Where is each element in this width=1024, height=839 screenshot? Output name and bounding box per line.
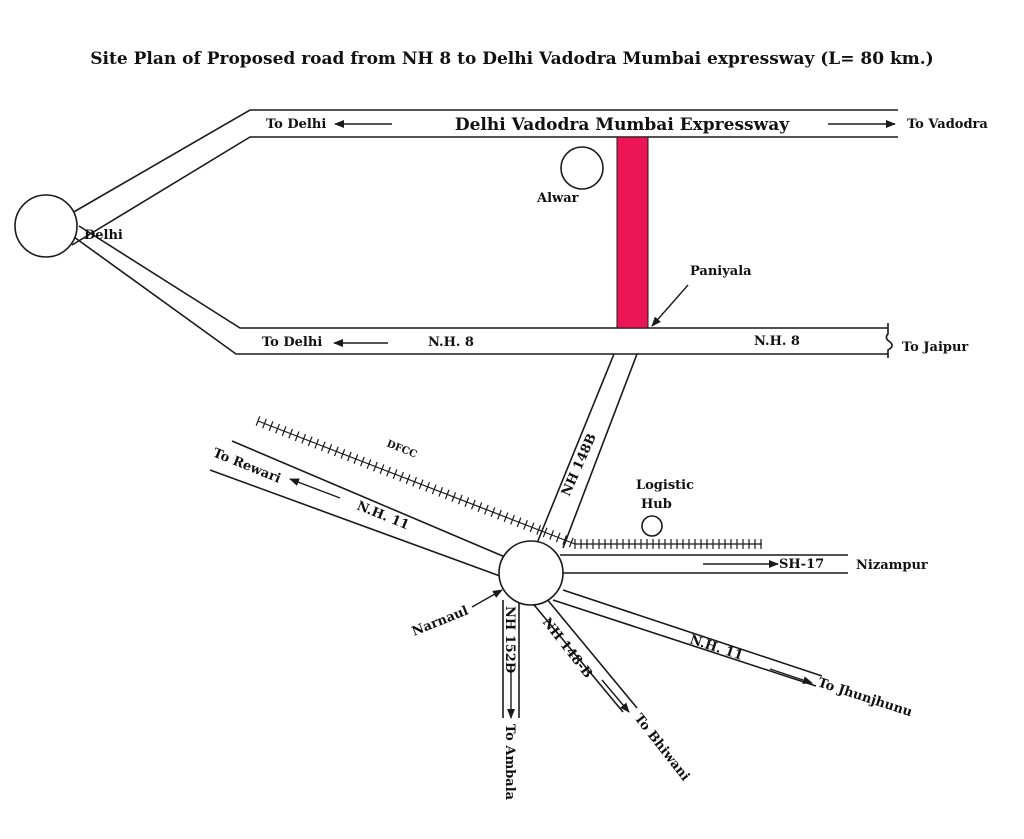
rail-tie xyxy=(477,502,483,512)
to-bhiwani-label: To Bhiwani xyxy=(631,711,693,784)
paniyala-pointer xyxy=(651,284,689,327)
rail-tie xyxy=(464,497,470,507)
logistic-hub-label-2: Hub xyxy=(641,497,672,512)
rail-tie xyxy=(255,416,261,426)
rail-tie xyxy=(549,530,555,540)
rail-tie xyxy=(529,522,535,533)
logistic-hub-railway xyxy=(574,539,762,549)
logistic-hub-marker xyxy=(641,515,663,537)
nizampur-label: Nizampur xyxy=(856,558,928,573)
delhi-nh8-link xyxy=(73,225,888,355)
rail-tie xyxy=(555,532,561,543)
nh11-east-label: N.H. 11 xyxy=(688,633,745,664)
rail-tie xyxy=(457,494,463,505)
to-ambala-label: To Ambala xyxy=(502,724,517,801)
expressway-name: Delhi Vadodra Mumbai Expressway xyxy=(455,115,790,135)
rail-tie xyxy=(392,469,398,480)
rewari-arrow xyxy=(289,478,341,499)
rail-tie xyxy=(333,446,339,457)
paniyala-label: Paniyala xyxy=(690,264,752,279)
rail-line xyxy=(257,420,576,545)
nh11-west-label: N.H. 11 xyxy=(355,499,412,534)
nh152d-road xyxy=(502,600,520,718)
jaipur-break-symbol xyxy=(885,323,893,358)
rail-tie xyxy=(562,535,568,545)
nh8-to-delhi: To Delhi xyxy=(262,335,322,350)
rail-tie xyxy=(431,484,437,495)
rail-tie xyxy=(451,492,457,502)
rail-tie xyxy=(268,421,274,431)
alwar-label: Alwar xyxy=(536,191,579,206)
rail-tie xyxy=(379,464,385,474)
nh8-label-left: N.H. 8 xyxy=(428,335,474,350)
rail-tie xyxy=(294,431,300,442)
nh148b-south-road xyxy=(529,597,638,713)
proposed-road xyxy=(616,136,649,329)
rail-tie xyxy=(568,537,574,548)
rail-tie xyxy=(412,476,417,487)
rail-tie xyxy=(405,474,411,485)
rail-tie xyxy=(470,499,476,510)
expressway-to-vadodra: To Vadodra xyxy=(907,117,988,132)
to-rewari-label: To Rewari xyxy=(211,446,283,487)
rail-tie xyxy=(484,504,489,515)
nh148b-north-label: NH 148B xyxy=(559,431,600,498)
delhi-label: Delhi xyxy=(84,228,123,243)
rail-tie xyxy=(536,525,541,535)
rail-tie xyxy=(425,481,431,492)
rail-tie xyxy=(275,423,280,434)
map-title: Site Plan of Proposed road from NH 8 to … xyxy=(90,49,933,69)
rail-tie xyxy=(503,512,509,523)
nh152d-label: NH 152D xyxy=(502,606,517,673)
rail-tie xyxy=(353,454,359,464)
jhunjhunu-arrow xyxy=(769,668,813,684)
rail-tie xyxy=(542,527,548,538)
nh11-west-road xyxy=(209,440,506,577)
alwar-marker xyxy=(560,146,604,190)
rail-tie xyxy=(523,519,528,530)
narnaul-pointer xyxy=(471,589,503,608)
rail-tie xyxy=(340,449,346,459)
narnaul-junction xyxy=(498,540,564,606)
rail-tie xyxy=(444,489,450,500)
narnaul-label: Narnaul xyxy=(410,604,471,640)
sh17-label: SH-17 xyxy=(779,557,824,572)
dfcc-label: DFCC xyxy=(385,439,419,461)
rail-tie xyxy=(490,507,496,518)
rail-tie xyxy=(366,459,372,469)
rail-tie xyxy=(418,479,424,490)
rail-tie xyxy=(281,426,287,437)
logistic-hub-label-1: Logistic xyxy=(636,478,694,493)
to-jhunjhunu-label: To Jhunjhunu xyxy=(816,676,914,721)
bhiwani-arrow xyxy=(601,679,630,713)
sh17-road xyxy=(560,554,848,574)
delhi-expressway-link xyxy=(71,109,898,246)
rail-tie xyxy=(327,443,333,454)
rail-tie xyxy=(301,433,307,444)
rail-tie xyxy=(346,451,352,462)
rail-tie xyxy=(307,436,313,447)
rail-tie xyxy=(373,461,378,472)
rail-tie xyxy=(438,487,444,497)
rail-tie xyxy=(497,509,502,520)
rail-tie xyxy=(399,471,404,482)
rail-tie xyxy=(320,441,326,452)
rail-tie xyxy=(386,466,391,477)
expressway-to-delhi: To Delhi xyxy=(266,117,326,132)
rail-tie xyxy=(360,456,365,467)
nh11-east-road xyxy=(552,589,823,687)
nh8-label-right: N.H. 8 xyxy=(754,334,800,349)
rail-tie xyxy=(262,418,267,429)
rail-tie xyxy=(516,517,522,528)
delhi-junction xyxy=(14,194,78,258)
nh8-to-jaipur: To Jaipur xyxy=(902,340,968,355)
rail-tie xyxy=(288,428,293,439)
rail-tie xyxy=(314,438,320,449)
rail-tie xyxy=(510,514,515,525)
dfcc-railway xyxy=(255,416,576,548)
nh148b-north-road xyxy=(534,353,638,549)
